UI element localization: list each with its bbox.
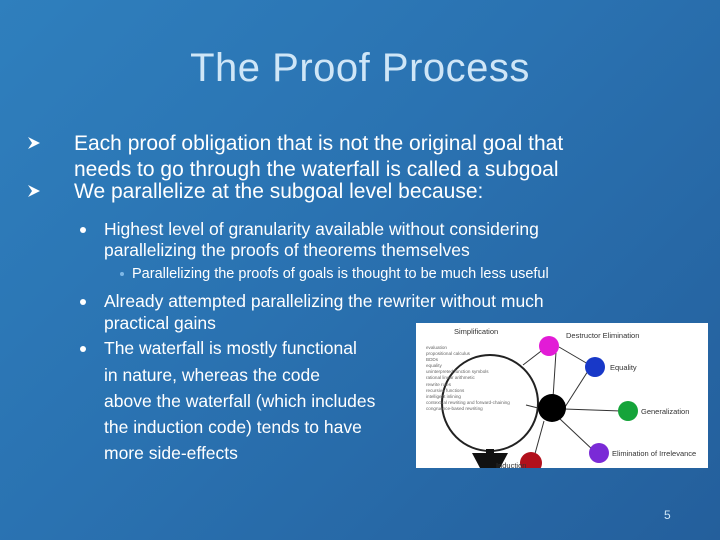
list-item: evaluation [426, 345, 447, 350]
flow-line [552, 351, 557, 399]
flow-line [558, 346, 589, 365]
simplification-list: evaluation propositional calculus BDDs e… [426, 345, 510, 412]
simplification-label: Simplification [454, 327, 499, 336]
sub-bullet-line: above the waterfall (which includes [104, 391, 376, 411]
generalization-node [618, 401, 638, 421]
pool-node [538, 394, 566, 422]
irrelevance-label: Elimination of Irrelevance [612, 449, 697, 458]
induction-node [520, 452, 542, 468]
list-item: propositional calculus [426, 351, 470, 357]
flow-line [563, 408, 622, 412]
list-item: rational linear arithmetic [426, 375, 475, 381]
bullet-dot [120, 272, 124, 276]
bullet-dot [80, 299, 86, 305]
sub-bullet-line: the induction code) tends to have [104, 417, 362, 437]
induction-label: Induction [496, 461, 527, 470]
equality-label: Equality [610, 363, 637, 372]
sub-bullet-line: more side-effects [104, 443, 238, 463]
list-item: contextual rewriting and forward-chainin… [426, 399, 510, 405]
sub-bullet-line: Already attempted parallelizing the rewr… [104, 291, 544, 311]
arrow-bullet-icon [28, 185, 40, 197]
slide-title: The Proof Process [190, 46, 530, 90]
list-item: congruence-based rewriting [426, 405, 483, 411]
destructor-node [539, 336, 559, 356]
flow-line [559, 418, 595, 452]
sub-bullet-line: practical gains [104, 313, 216, 333]
list-item: intelligent inlining [426, 393, 461, 399]
bullet-line: needs to go through the waterfall is cal… [74, 158, 559, 181]
list-item: recursive functions [426, 387, 465, 393]
sub-bullet-line: parallelizing the proofs of theorems the… [104, 240, 470, 260]
destructor-label: Destructor Elimination [566, 331, 640, 340]
bullet-dot [80, 227, 86, 233]
list-item: rewrite rules [426, 381, 452, 387]
arrow-bullet-icon [28, 137, 40, 149]
sub-bullet-line: The waterfall is mostly functional [104, 338, 357, 358]
waterfall-diagram-graphic [441, 336, 638, 468]
sub-sub-bullet-line: Parallelizing the proofs of goals is tho… [132, 266, 549, 282]
generalization-label: Generalization [641, 407, 690, 416]
sub-bullet-line: in nature, whereas the code [104, 365, 320, 385]
page-number: 5 [664, 508, 671, 522]
list-item: equality [426, 363, 442, 369]
pedestal-base [472, 453, 508, 468]
irrelevance-node [589, 443, 609, 463]
list-item: BDDs [426, 357, 438, 363]
bullet-line: Each proof obligation that is not the or… [74, 132, 564, 155]
list-item: uninterpreted function symbols [426, 369, 489, 375]
equality-node [585, 357, 605, 377]
sub-bullet-line: Highest level of granularity available w… [104, 219, 539, 239]
flow-line [525, 404, 539, 409]
pedestal-stem [486, 449, 494, 455]
bullet-dot [80, 346, 86, 352]
waterfall-diagram: Simplification Destructor Elimination Eq… [416, 323, 708, 470]
bullet-line: We parallelize at the subgoal level beca… [74, 180, 484, 203]
